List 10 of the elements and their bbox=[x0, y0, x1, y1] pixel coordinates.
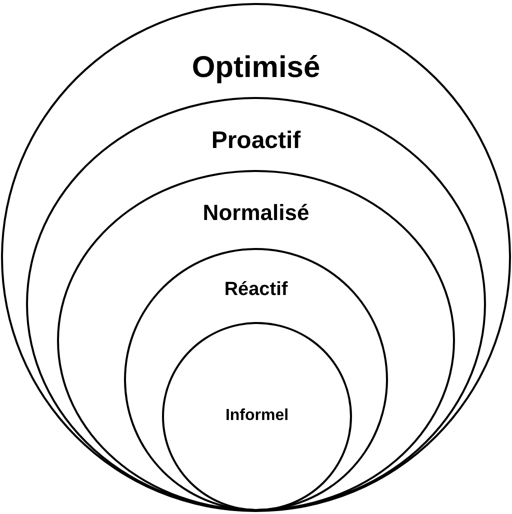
level-label: Normalisé bbox=[202, 200, 310, 226]
level-circle bbox=[57, 170, 455, 511]
level-circle bbox=[124, 248, 388, 511]
level-circle bbox=[1, 3, 511, 512]
level-label: Réactif bbox=[224, 279, 288, 301]
level-circle bbox=[26, 97, 486, 511]
level-label: Proactif bbox=[211, 127, 301, 155]
level-label: Informel bbox=[225, 407, 289, 425]
level-circle bbox=[162, 322, 352, 511]
level-label: Optimisé bbox=[192, 51, 320, 85]
